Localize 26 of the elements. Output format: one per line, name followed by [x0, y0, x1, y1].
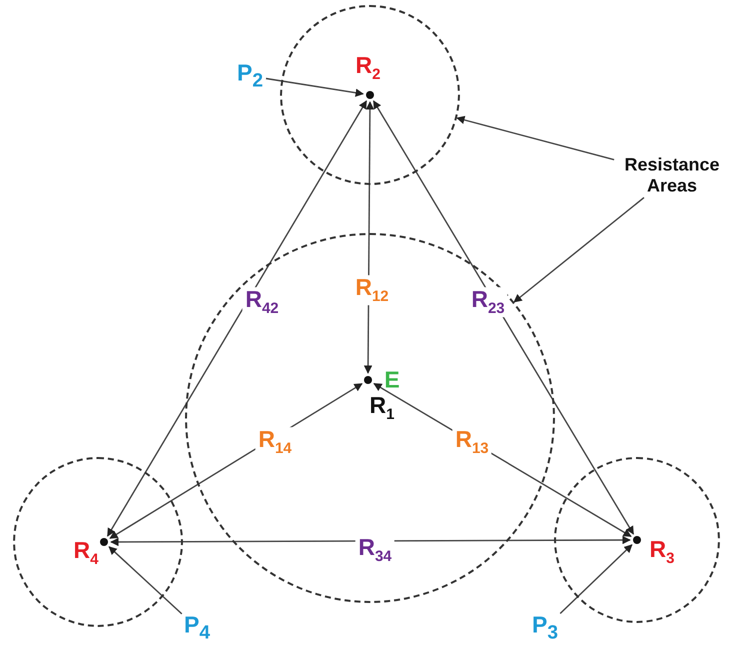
leader-arrow [456, 116, 614, 160]
point-dot [100, 538, 108, 546]
point-label: P$_{3}$ [532, 612, 558, 644]
arrow [110, 536, 631, 546]
arrow [560, 544, 632, 614]
dashed-circle [554, 457, 720, 623]
point-dot [364, 376, 372, 384]
point-dot [366, 91, 374, 99]
arrow [108, 546, 182, 614]
point-label: E [384, 368, 400, 392]
edge-label: R$_{13}$ [452, 427, 492, 457]
point-label: R$_{4}$ [74, 539, 98, 567]
point-label: R$_{3}$ [650, 538, 674, 566]
dashed-circle [13, 457, 183, 627]
arrow [373, 100, 634, 535]
arrow [364, 101, 374, 374]
leader-arrow [513, 197, 644, 303]
point-label: P$_{2}$ [237, 60, 263, 92]
arrow [266, 78, 364, 97]
point-dot [633, 536, 641, 544]
arrow [107, 100, 367, 537]
point-label: P$_{4}$ [184, 612, 210, 644]
point-label: R$_{2}$ [356, 54, 380, 82]
annotation-text: Resistance Areas [617, 154, 727, 196]
point-label: R$_{1}$ [370, 394, 394, 422]
dashed-circle [280, 5, 460, 185]
